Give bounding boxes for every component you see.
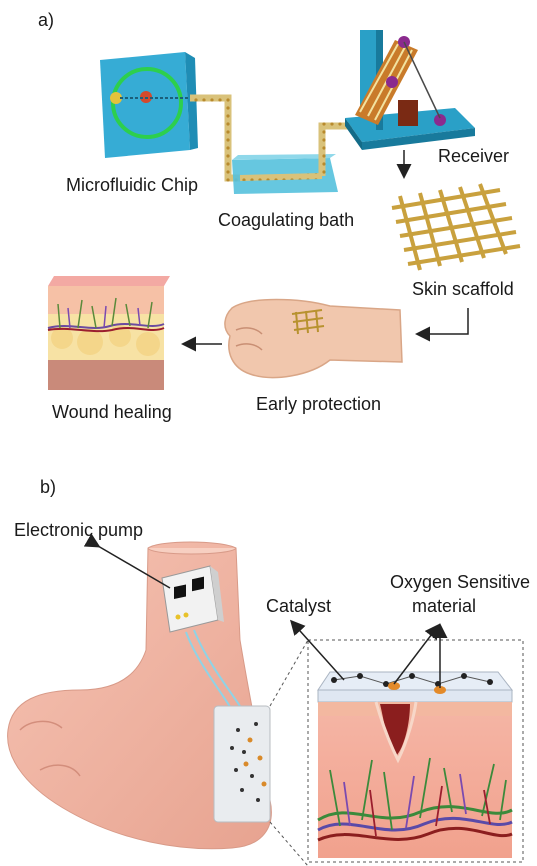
fist-illustration (225, 300, 402, 378)
zoomed-skin-cross-section (308, 640, 523, 862)
label-wound-healing: Wound healing (52, 402, 172, 422)
arrow-scaffold-to-protection (418, 308, 468, 334)
microfluidic-chip-illustration (100, 52, 198, 158)
wound-healing-skin-illustration (48, 276, 170, 390)
label-catalyst: Catalyst (266, 596, 331, 616)
label-receiver: Receiver (438, 146, 509, 166)
wound-patch (214, 706, 270, 822)
skin-scaffold-illustration (392, 184, 520, 270)
label-skin-scaffold: Skin scaffold (412, 279, 514, 299)
zoom-line-top (270, 640, 308, 706)
label-electronic-pump: Electronic pump (14, 520, 143, 540)
label-oxygen-sensitive-2: material (412, 596, 476, 616)
zoom-line-bottom (270, 822, 308, 866)
receiver-illustration (345, 30, 475, 150)
label-microfluidic-chip: Microfluidic Chip (66, 175, 198, 195)
label-oxygen-sensitive-1: Oxygen Sensitive (390, 572, 530, 592)
label-early-protection: Early protection (256, 394, 381, 414)
panel-a-label: a) (38, 10, 54, 30)
label-coagulating-bath: Coagulating bath (218, 210, 354, 230)
panel-b-label: b) (40, 477, 56, 497)
